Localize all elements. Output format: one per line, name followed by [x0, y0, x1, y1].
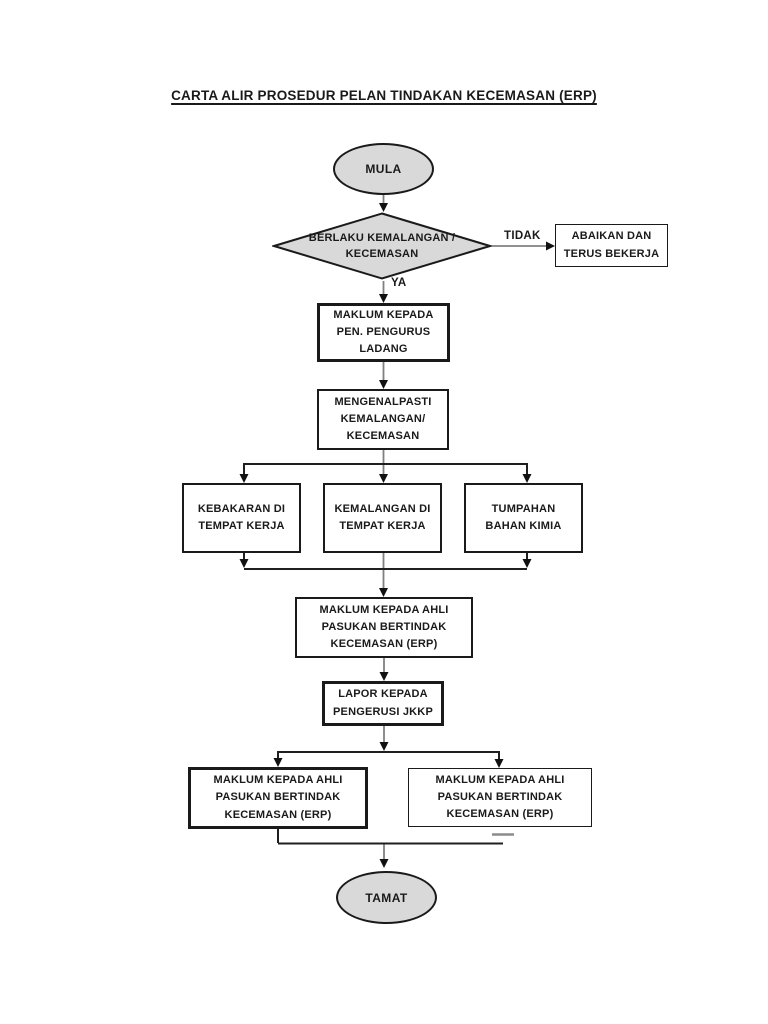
page-title: CARTA ALIR PROSEDUR PELAN TINDAKAN KECEM…	[171, 88, 597, 103]
start-terminator: MULA	[333, 143, 434, 195]
process-abaikan: ABAIKAN DAN TERUS BEKERJA	[555, 224, 668, 267]
process-maklum-pengurus: MAKLUM KEPADA PEN. PENGURUS LADANG	[317, 303, 450, 362]
process-maklum-erp-left: MAKLUM KEPADA AHLI PASUKAN BERTINDAK KEC…	[188, 767, 368, 829]
process-lapor-jkkp: LAPOR KEPADA PENGERUSI JKKP	[322, 681, 444, 726]
end-label: TAMAT	[365, 890, 408, 905]
edge-label-yes: YA	[391, 277, 407, 289]
process-kemalangan: KEMALANGAN DI TEMPAT KERJA	[323, 483, 442, 553]
end-terminator: TAMAT	[336, 871, 437, 924]
decision-diamond: BERLAKU KEMALANGAN / KECEMASAN	[272, 212, 492, 280]
process-maklum-erp-right: MAKLUM KEPADA AHLI PASUKAN BERTINDAK KEC…	[408, 768, 592, 827]
process-maklum-erp: MAKLUM KEPADA AHLI PASUKAN BERTINDAK KEC…	[295, 597, 473, 658]
process-kebakaran: KEBAKARAN DI TEMPAT KERJA	[182, 483, 301, 553]
process-tumpahan: TUMPAHAN BAHAN KIMIA	[464, 483, 583, 553]
start-label: MULA	[365, 162, 402, 176]
diamond-shape	[272, 212, 492, 280]
process-mengenalpasti: MENGENALPASTI KEMALANGAN/ KECEMASAN	[317, 389, 449, 450]
edge-label-no: TIDAK	[504, 230, 541, 242]
decision-label: BERLAKU KEMALANGAN / KECEMASAN	[308, 231, 456, 261]
